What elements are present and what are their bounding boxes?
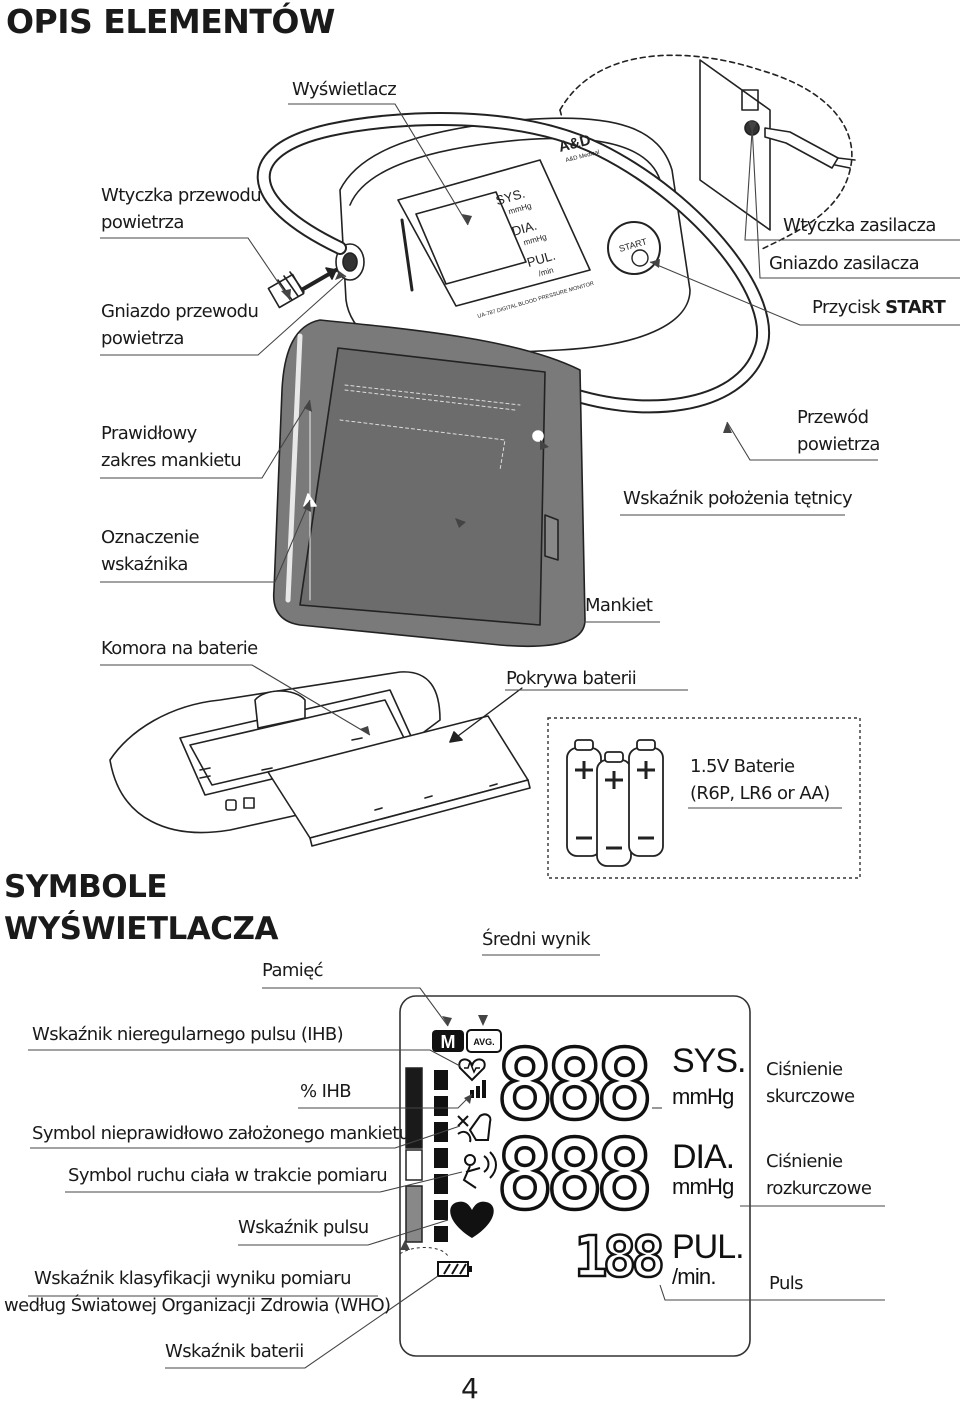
label-ihb-percent: % IHB (300, 1081, 352, 1102)
lcd-sys-label: SYS. (672, 1042, 745, 1080)
lcd-pul-label: PUL. (672, 1228, 744, 1266)
label-display: Wyświetlacz (292, 79, 397, 100)
svg-text:/min: /min (538, 266, 555, 279)
pulse-heart-icon (450, 1201, 494, 1238)
label-battery-compartment: Komora na baterie (101, 638, 258, 659)
lcd-frame (399, 995, 751, 1357)
device-dia-label: DIA. (510, 218, 538, 239)
ihb-icon (458, 1058, 486, 1082)
ac-detail-balloon (559, 54, 853, 251)
lcd-pul-unit: /min. (672, 1264, 716, 1289)
lcd-dia-digits: 888 (496, 1119, 648, 1231)
artery-mark (532, 430, 544, 442)
ac-plug-detail (764, 127, 839, 169)
label-battery-cover: Pokrywa baterii (506, 668, 637, 689)
svg-text:AVG.: AVG. (473, 1037, 494, 1047)
label-ac-socket: Gniazdo zasilacza (769, 253, 920, 274)
pulse-level-bars (434, 1070, 448, 1242)
battery-icon (437, 1261, 472, 1277)
svg-text:M: M (441, 1032, 456, 1052)
device-illustration: A&D A&D Medical SYS. mmHg DIA. mmHg PUL.… (100, 54, 960, 879)
label-pulse: Puls (769, 1273, 804, 1294)
label-artery-mark: Wskaźnik położenia tętnicy (623, 488, 853, 509)
label-cuff: Mankiet (585, 595, 653, 616)
lcd-sys-unit: mmHg (672, 1084, 734, 1109)
components-heading: OPIS ELEMENTÓW (6, 2, 335, 41)
battery-box (547, 717, 861, 879)
batteries-illustration (566, 739, 664, 867)
lcd-dia-unit: mmHg (672, 1174, 734, 1199)
label-start-button: Przycisk START (812, 297, 946, 318)
lcd-dia-label: DIA. (672, 1138, 734, 1176)
label-memory: Pamięć (262, 960, 324, 981)
lcd-sys-digits: 888 (496, 1029, 648, 1141)
label-average: Średni wynik (482, 929, 591, 950)
label-cuff-fit: Symbol nieprawidłowo założonego mankietu (32, 1123, 410, 1144)
label-ihb: Wskaźnik nieregularnego pulsu (IHB) (32, 1024, 344, 1045)
label-ac-plug: Wtyczka zasilacza (783, 215, 936, 236)
avg-icon-box (466, 1029, 502, 1053)
cuff-fit-icon (457, 1113, 492, 1143)
label-batteries: 1.5V Baterie(R6P, LR6 or AA) (690, 756, 830, 804)
body-movement-icon (462, 1151, 497, 1189)
page-number: 4 (461, 1372, 479, 1405)
label-movement: Symbol ruchu ciała w trakcie pomiaru (68, 1165, 388, 1186)
label-battery-indicator: Wskaźnik baterii (165, 1341, 304, 1362)
air-plug (267, 271, 305, 309)
memory-icon-box (432, 1030, 464, 1052)
who-indicator (405, 1067, 423, 1243)
lcd-pul-digits: 188 (574, 1225, 662, 1290)
label-pulse-indicator: Wskaźnik pulsu (238, 1217, 369, 1238)
ihb-percent-bars (470, 1080, 486, 1098)
